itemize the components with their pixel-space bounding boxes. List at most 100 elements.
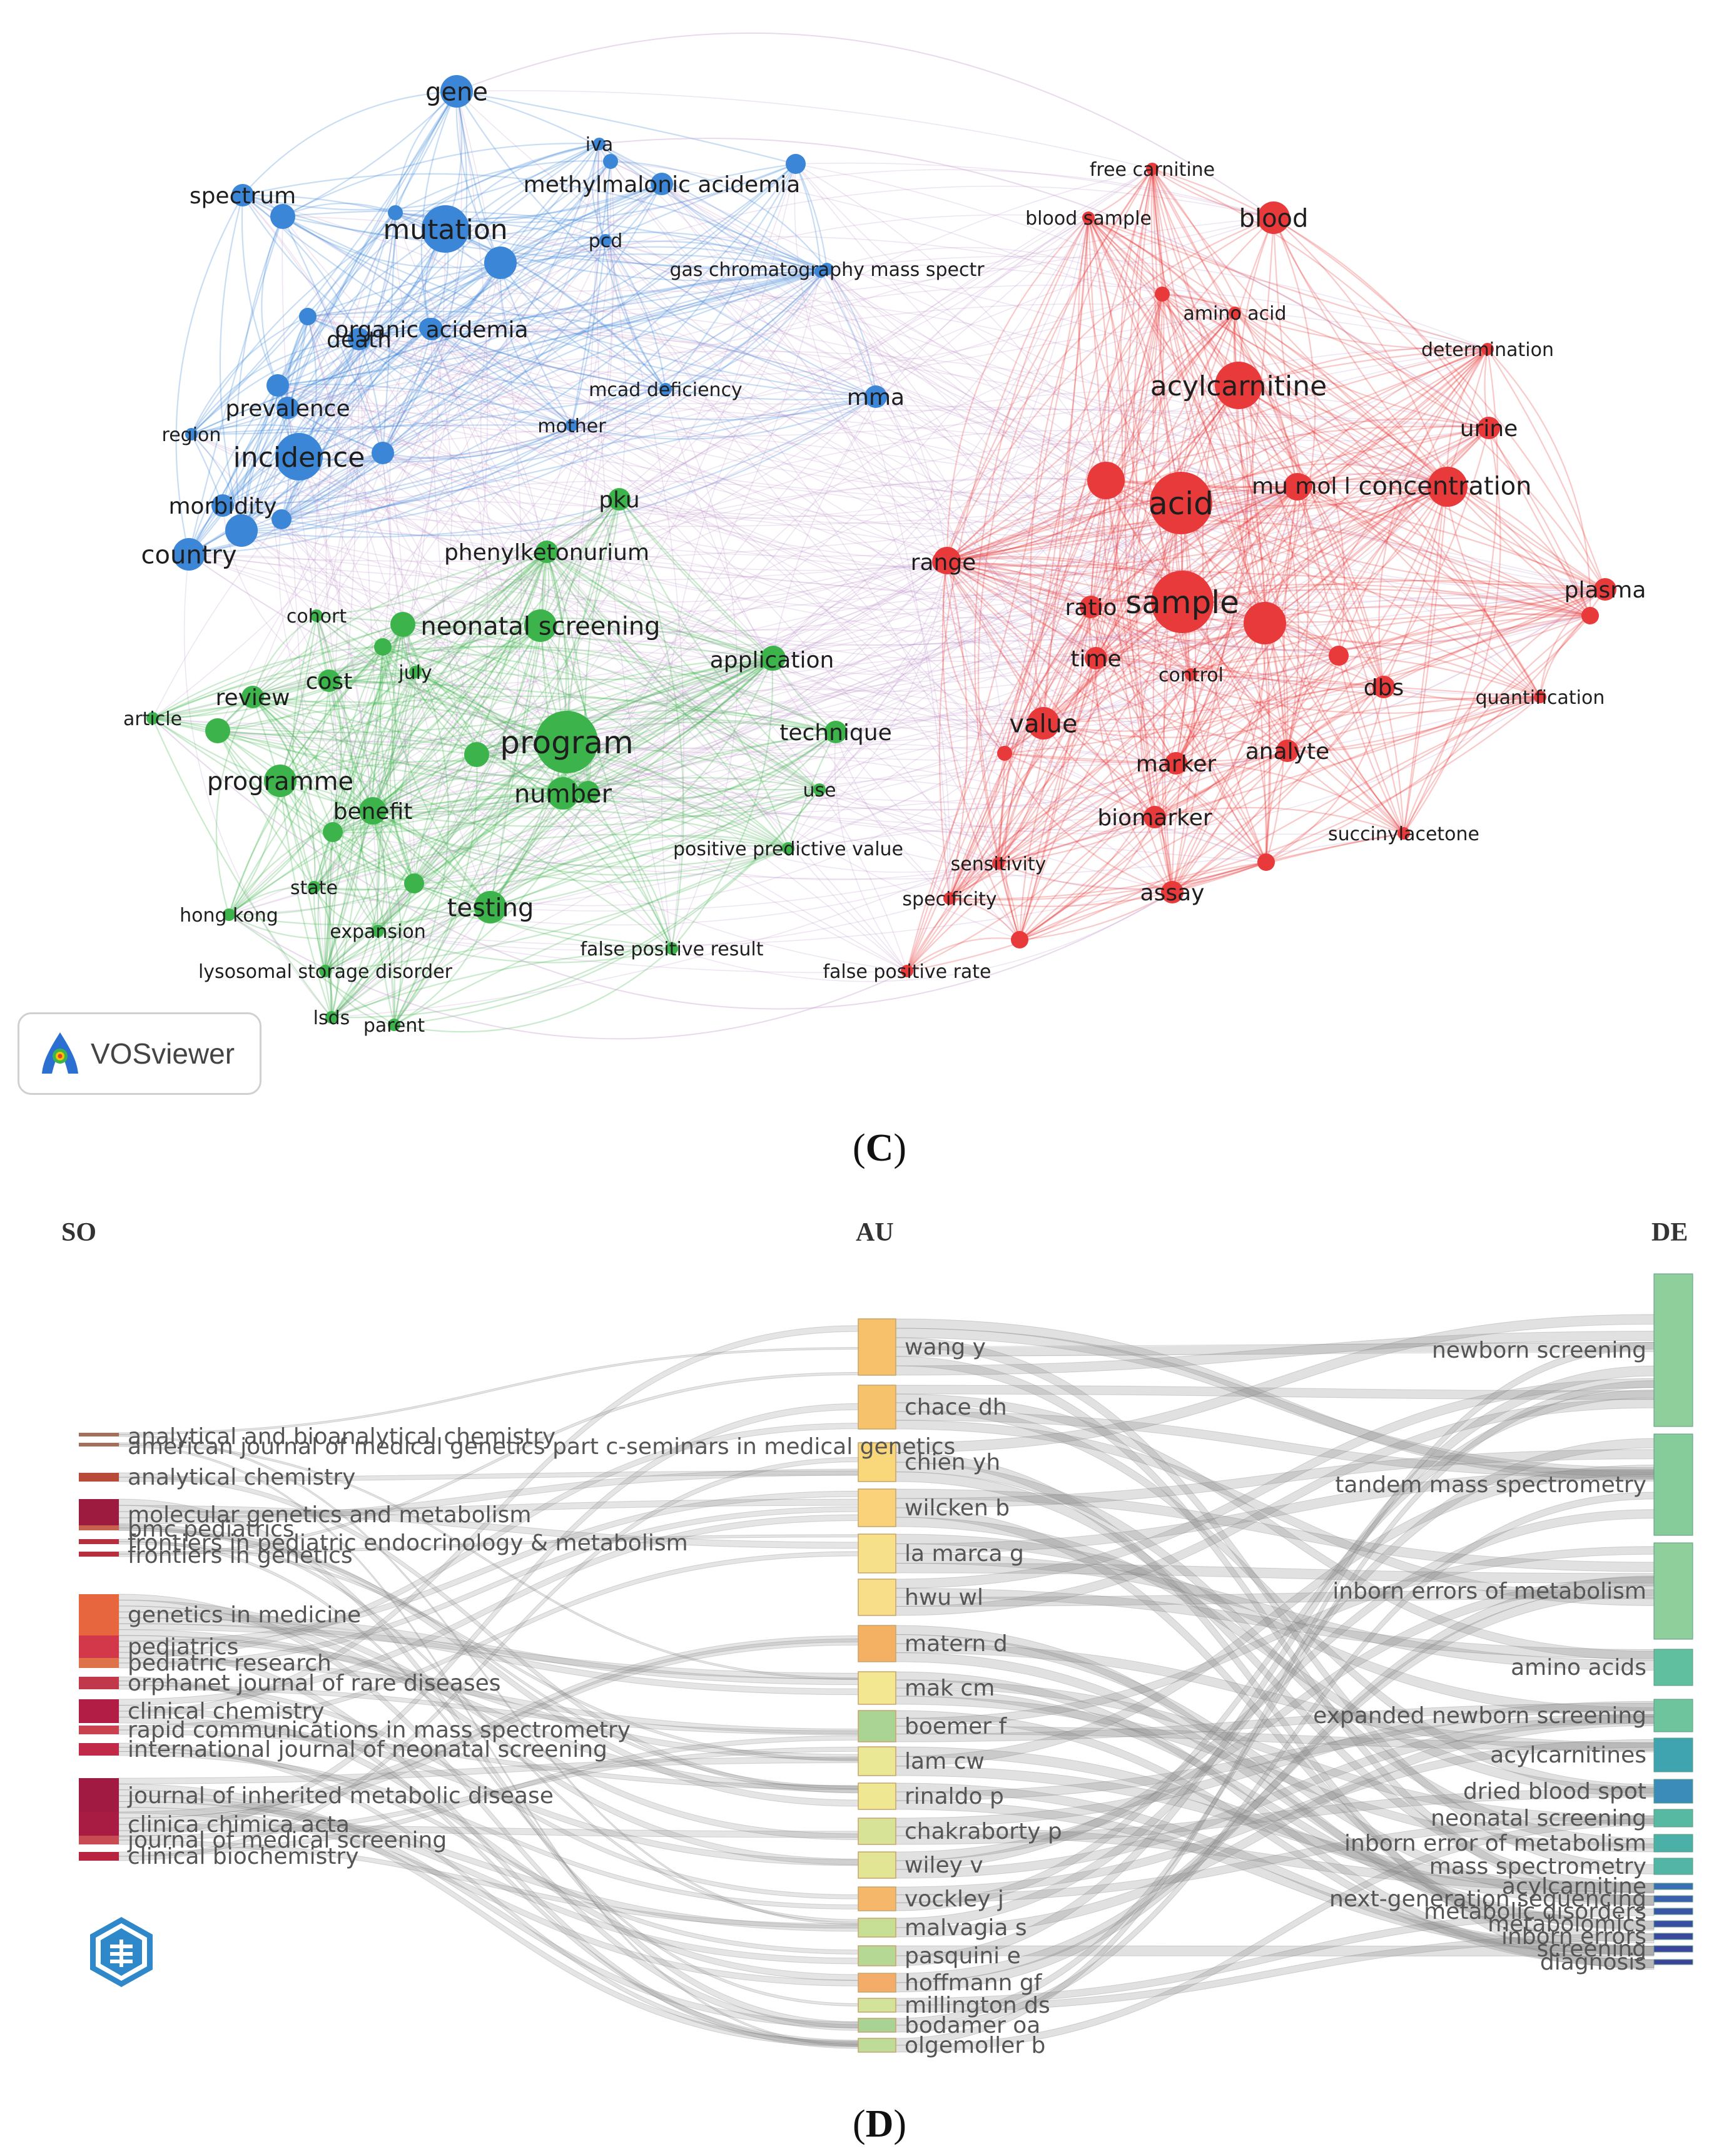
network-node-july[interactable] bbox=[409, 666, 422, 678]
network-node-bubble[interactable] bbox=[266, 374, 289, 397]
network-node-morbidity[interactable] bbox=[211, 494, 234, 517]
de-node-inborn-errors[interactable] bbox=[1653, 1933, 1693, 1940]
au-node-chace-dh[interactable] bbox=[858, 1385, 896, 1430]
network-node-organic-acidemia[interactable] bbox=[420, 318, 443, 340]
network-node-gene[interactable] bbox=[440, 75, 473, 108]
network-node-bubble[interactable] bbox=[323, 822, 343, 842]
network-node-determination[interactable] bbox=[1481, 343, 1494, 355]
de-node-metabolic-disorders[interactable] bbox=[1653, 1908, 1693, 1915]
network-node-cost[interactable] bbox=[318, 669, 340, 692]
de-node-acylcarnitine[interactable] bbox=[1653, 1883, 1693, 1890]
network-node-mma[interactable] bbox=[865, 385, 887, 408]
de-node-screening[interactable] bbox=[1653, 1945, 1693, 1953]
network-node-bubble[interactable] bbox=[1581, 607, 1599, 624]
network-node-country[interactable] bbox=[173, 538, 205, 571]
network-node-bubble[interactable] bbox=[390, 612, 415, 637]
network-node-bubble[interactable] bbox=[484, 247, 517, 279]
so-node-american-journal-of-medical-genetics-part-c-seminars-in-medical-genetics[interactable] bbox=[79, 1443, 119, 1447]
au-node-wiley-v[interactable] bbox=[858, 1851, 896, 1879]
so-node-frontiers-in-pediatric-endocrinology-metabolism[interactable] bbox=[79, 1539, 119, 1544]
au-node-hoffmann-gf[interactable] bbox=[858, 1973, 896, 1993]
network-node-lsds[interactable] bbox=[325, 1011, 338, 1024]
so-node-analytical-chemistry[interactable] bbox=[79, 1473, 119, 1482]
network-node-bubble[interactable] bbox=[271, 509, 292, 529]
sankey-flow[interactable] bbox=[895, 1625, 1655, 1943]
network-node-prevalence[interactable] bbox=[276, 397, 299, 419]
network-node-marker[interactable] bbox=[1165, 752, 1187, 775]
network-node-pcd[interactable] bbox=[599, 234, 612, 247]
sankey-flow[interactable] bbox=[895, 1945, 1655, 1957]
network-node-incidence[interactable] bbox=[275, 433, 323, 481]
so-node-analytical-and-bioanalytical-chemistry[interactable] bbox=[79, 1433, 119, 1436]
network-node-bubble[interactable] bbox=[225, 514, 258, 547]
network-node-article[interactable] bbox=[146, 712, 159, 725]
so-node-bmc-pediatrics[interactable] bbox=[79, 1525, 119, 1530]
so-node-pediatrics[interactable] bbox=[79, 1635, 119, 1658]
network-node-neonatal-screening[interactable] bbox=[524, 609, 557, 642]
so-node-genetics-in-medicine[interactable] bbox=[79, 1594, 119, 1635]
network-node-cohort[interactable] bbox=[310, 609, 323, 622]
network-node-quantification[interactable] bbox=[1534, 691, 1546, 703]
network-node-bubble[interactable] bbox=[786, 154, 806, 174]
so-node-frontiers-in-genetics[interactable] bbox=[79, 1552, 119, 1557]
sankey-flow[interactable] bbox=[895, 1746, 1655, 1906]
sankey-flow[interactable] bbox=[895, 1471, 1655, 1894]
de-node-amino-acids[interactable] bbox=[1653, 1649, 1693, 1686]
so-node-clinical-chemistry[interactable] bbox=[79, 1699, 119, 1723]
network-node-bubble[interactable] bbox=[1087, 462, 1125, 499]
network-node-use[interactable] bbox=[813, 783, 826, 796]
sankey-flow[interactable] bbox=[895, 1634, 1655, 1906]
sankey-flow[interactable] bbox=[895, 1933, 1655, 2013]
network-node-range[interactable] bbox=[932, 551, 955, 573]
network-node-death[interactable] bbox=[348, 328, 370, 350]
network-node-gas-chromatography-mass-spectr[interactable] bbox=[821, 263, 833, 275]
network-node-state[interactable] bbox=[308, 881, 320, 893]
so-node-orphanet-journal-of-rare-diseases[interactable] bbox=[79, 1677, 119, 1689]
so-node-international-journal-of-neonatal-screening[interactable] bbox=[79, 1743, 119, 1756]
network-node-methylmalonic-acidemia[interactable] bbox=[651, 173, 673, 195]
network-node-blood-sample[interactable] bbox=[1082, 211, 1095, 224]
network-node-control[interactable] bbox=[1185, 668, 1197, 681]
de-node-next-generation-sequencing[interactable] bbox=[1653, 1895, 1693, 1903]
de-node-acylcarnitines[interactable] bbox=[1653, 1737, 1693, 1772]
network-node-acylcarnitine[interactable] bbox=[1215, 362, 1262, 409]
network-node-bubble[interactable] bbox=[388, 205, 403, 220]
sankey-flow[interactable] bbox=[895, 1766, 1655, 1894]
network-node-review[interactable] bbox=[241, 686, 264, 708]
network-node-bubble[interactable] bbox=[299, 308, 317, 325]
au-node-boemer-f[interactable] bbox=[858, 1710, 896, 1742]
au-node-chakraborty-p[interactable] bbox=[858, 1818, 896, 1845]
au-node-pasquini-e[interactable] bbox=[858, 1945, 896, 1966]
network-node-ratio[interactable] bbox=[1080, 596, 1102, 618]
network-node-bubble[interactable] bbox=[372, 442, 394, 464]
vosviewer-badge[interactable]: VOSviewer bbox=[18, 1012, 261, 1095]
network-node-lysosomal-storage-disorder[interactable] bbox=[319, 965, 332, 977]
au-node-la-marca-g[interactable] bbox=[858, 1533, 896, 1574]
de-node-tandem-mass-spectrometry[interactable] bbox=[1653, 1433, 1693, 1536]
network-node-mutation[interactable] bbox=[422, 205, 469, 253]
au-node-mak-cm[interactable] bbox=[858, 1671, 896, 1705]
network-node-dbs[interactable] bbox=[1372, 676, 1395, 698]
network-node-hong-kong[interactable] bbox=[223, 908, 235, 921]
so-node-journal-of-medical-screening[interactable] bbox=[79, 1836, 119, 1844]
au-node-bodamer-oa[interactable] bbox=[858, 2018, 896, 2033]
network-node-concentration[interactable] bbox=[1429, 469, 1461, 502]
network-node-bubble[interactable] bbox=[374, 638, 392, 656]
network-node-programme[interactable] bbox=[264, 765, 297, 797]
sankey-flow[interactable] bbox=[895, 1452, 1655, 1970]
au-node-chien-yh[interactable] bbox=[858, 1442, 896, 1482]
network-node-free-carnitine[interactable] bbox=[1146, 163, 1159, 175]
network-node-bubble[interactable] bbox=[270, 204, 295, 229]
au-node-matern-d[interactable] bbox=[858, 1625, 896, 1662]
de-node-expanded-newborn-screening[interactable] bbox=[1653, 1699, 1693, 1732]
network-node-mcad-deficiency[interactable] bbox=[659, 383, 672, 395]
sankey-flow[interactable] bbox=[895, 1671, 1655, 1968]
network-node-bubble[interactable] bbox=[577, 781, 599, 803]
network-node-mu-mol-l[interactable] bbox=[1290, 474, 1312, 497]
au-node-olgemoller-b[interactable] bbox=[858, 2038, 896, 2053]
network-node-bubble[interactable] bbox=[1257, 853, 1275, 871]
de-node-inborn-errors-of-metabolism[interactable] bbox=[1653, 1542, 1693, 1640]
network-node-application[interactable] bbox=[761, 648, 783, 671]
network-node-specificity[interactable] bbox=[943, 892, 956, 905]
sankey-flow[interactable] bbox=[895, 1652, 1655, 1931]
